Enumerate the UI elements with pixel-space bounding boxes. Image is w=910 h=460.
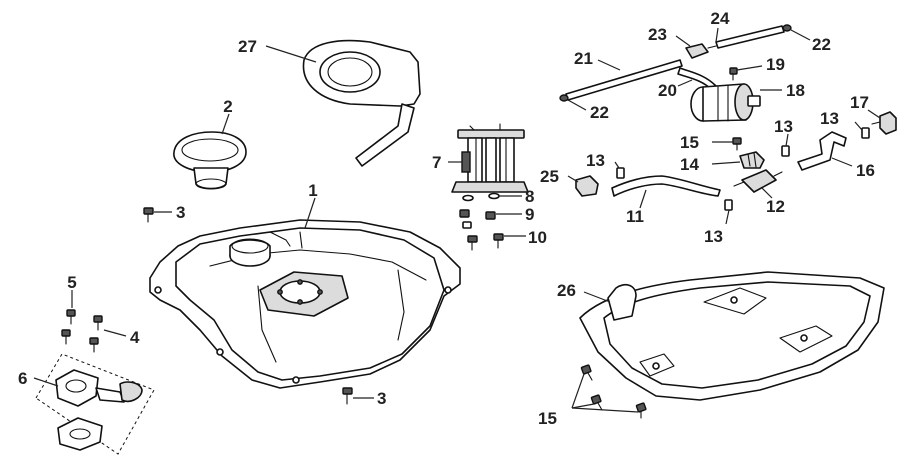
callout-10: 10 [528, 228, 547, 247]
part-2-fuel-cap [173, 131, 247, 190]
callout-16: 16 [856, 161, 875, 180]
callout-22-right: 22 [812, 35, 831, 54]
callout-21: 21 [574, 49, 593, 68]
callout-22-left: 22 [590, 103, 609, 122]
part-4-screw [89, 315, 103, 353]
callout-19: 19 [766, 55, 785, 74]
part-10-bolt [462, 221, 504, 251]
part-24-hose [715, 25, 785, 49]
part-13-clamp-d [724, 199, 733, 211]
part-23-valve [685, 43, 717, 59]
part-27-shield [302, 39, 421, 167]
callout-26: 26 [557, 281, 576, 300]
callout-11: 11 [626, 207, 644, 226]
part-13-clamp-b [781, 145, 790, 157]
callout-8: 8 [525, 187, 534, 206]
callout-9: 9 [525, 205, 534, 224]
part-6-fuel-sender [35, 353, 155, 455]
callout-6: 6 [18, 369, 27, 388]
callout-18: 18 [786, 81, 805, 100]
callout-4: 4 [130, 328, 140, 347]
callout-15-upper: 15 [680, 133, 699, 152]
callout-13-b: 13 [774, 117, 793, 136]
callout-12: 12 [766, 197, 785, 216]
callout-3-upper: 3 [176, 203, 185, 222]
part-12-inline-filter [733, 169, 783, 193]
part-3-bolt-lower [342, 387, 353, 405]
part-9-nut [459, 209, 496, 220]
callout-15-lower: 15 [538, 409, 557, 428]
callout-27: 27 [238, 37, 257, 56]
part-3-bolt-upper [143, 207, 154, 223]
callout-14: 14 [680, 155, 699, 174]
part-11-fuel-hose [611, 175, 721, 197]
callout-5: 5 [67, 273, 76, 292]
callout-17: 17 [850, 93, 869, 112]
part-16-elbow-hose [797, 131, 847, 171]
part-26-under-tray [579, 271, 885, 401]
part-13-clamp-c [861, 127, 870, 139]
leader-lines [33, 27, 881, 413]
callout-2: 2 [223, 97, 232, 116]
part-1-fuel-tank [149, 219, 461, 389]
part-15-screw-upper [732, 137, 742, 151]
part-5-screw [61, 309, 76, 345]
callout-1: 1 [308, 181, 317, 200]
callout-labels: 1 2 3 3 4 5 6 7 8 9 10 11 12 13 13 13 13… [18, 9, 875, 428]
part-25-clip [575, 175, 599, 197]
part-7-fuel-pump [451, 123, 529, 193]
callout-13-c: 13 [820, 109, 839, 128]
callout-3-lower: 3 [377, 389, 386, 408]
part-19-screw [729, 67, 738, 81]
part-18-filter [690, 83, 761, 122]
callout-13-a: 13 [586, 151, 605, 170]
callout-13-d: 13 [704, 227, 723, 246]
part-22-clip-left [559, 94, 569, 102]
part-17-connector [871, 111, 897, 135]
part-13-clamp-a [616, 167, 625, 179]
callout-23: 23 [648, 25, 667, 44]
part-14-bracket [739, 151, 765, 169]
callout-20: 20 [658, 81, 677, 100]
part-8-washer [462, 192, 500, 202]
callout-7: 7 [432, 153, 441, 172]
callout-24: 24 [711, 9, 730, 28]
part-15-screw-lower [580, 364, 647, 419]
callout-25: 25 [540, 167, 559, 186]
